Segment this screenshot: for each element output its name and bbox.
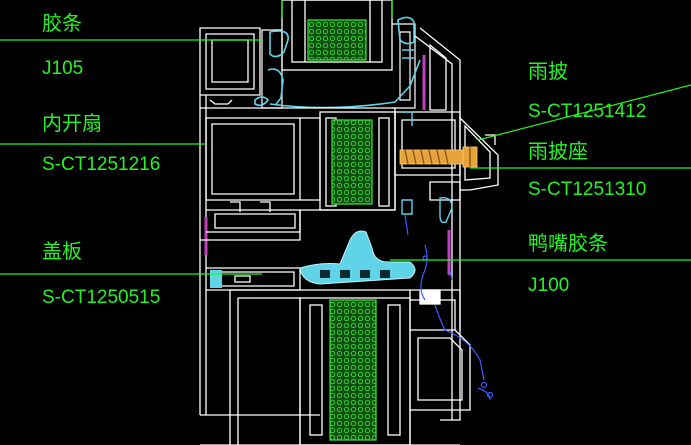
callout-name: 胶条	[42, 11, 82, 35]
drainage-paths	[404, 214, 494, 401]
j105-gasket	[254, 16, 421, 109]
callout-code: J100	[528, 275, 569, 296]
callout-rain-cover-base: 雨披座 S-CT1251310	[528, 139, 646, 200]
callout-cover-plate: 盖板 S-CT1250515	[42, 239, 160, 308]
duckbill-gasket-j100	[210, 230, 416, 288]
callout-code: S-CT1250515	[42, 287, 160, 308]
screw	[399, 146, 478, 168]
callout-code: S-CT1251310	[528, 179, 646, 200]
callout-code: S-CT1251412	[528, 101, 646, 122]
callout-inward-sash: 内开扇 S-CT1251216	[42, 111, 160, 175]
leader-lines	[0, 39, 691, 275]
callout-code: S-CT1251216	[42, 154, 160, 175]
callout-name: 雨披	[528, 59, 568, 83]
middle-seal-details	[401, 111, 453, 224]
upper-glass-unit	[281, 0, 393, 71]
callout-code: J105	[42, 58, 83, 79]
lower-glass-unit	[299, 297, 411, 445]
callout-name: 盖板	[42, 239, 82, 263]
callout-name: 鸭嘴胶条	[528, 231, 608, 255]
callout-name: 内开扇	[42, 111, 102, 135]
callout-name: 雨披座	[528, 139, 588, 163]
callout-duckbill-gasket: 鸭嘴胶条 J100	[528, 231, 608, 296]
purple-seals	[204, 55, 451, 275]
callout-rain-cover: 雨披 S-CT1251412	[528, 59, 646, 122]
callout-j105: 胶条 J105	[42, 11, 83, 79]
middle-glass-unit	[319, 111, 396, 211]
leader-rain-cover	[477, 84, 691, 141]
